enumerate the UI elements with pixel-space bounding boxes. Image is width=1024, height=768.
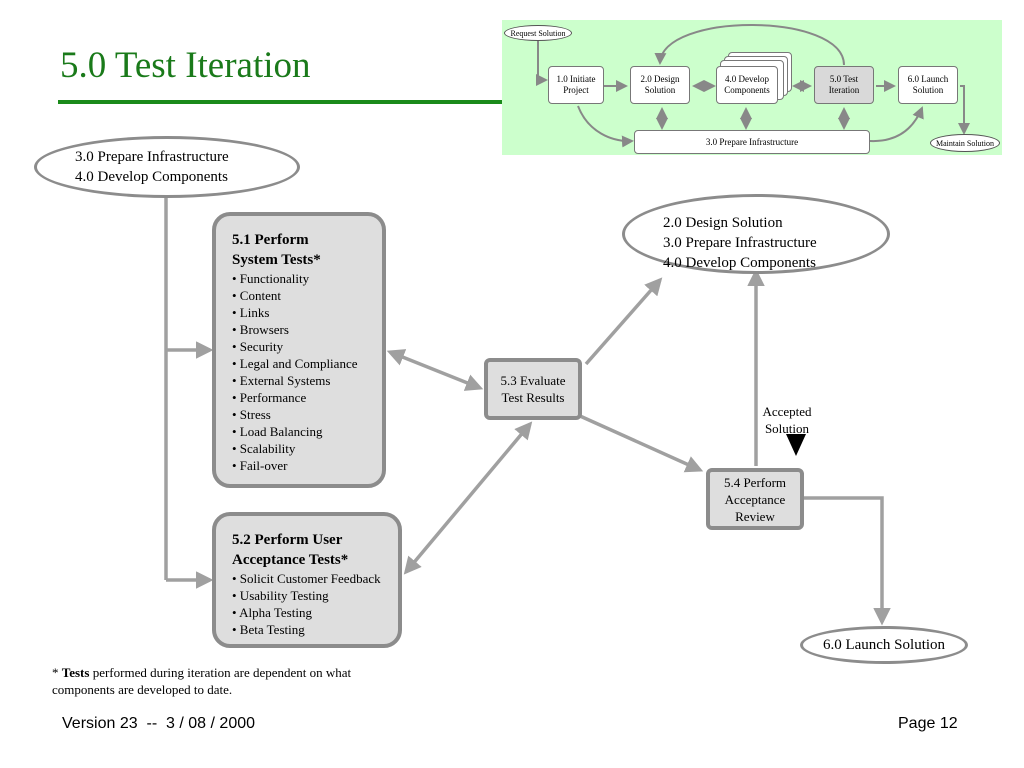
input-oval-line1: 3.0 Prepare Infrastructure (75, 149, 229, 165)
footnote-text: performed during iteration are dependent… (52, 665, 352, 697)
accepted-solution-label: Accepted Solution (752, 403, 822, 437)
list-item: • Browsers (232, 322, 289, 337)
rework-oval-line1: 2.0 Design Solution (663, 215, 783, 231)
user-acceptance-tests-box: 5.2 Perform User Acceptance Tests* • Sol… (212, 512, 402, 648)
rework-oval-line2: 3.0 Prepare Infrastructure (663, 235, 817, 251)
list-item: • Links (232, 305, 270, 320)
list-item: • Beta Testing (232, 622, 305, 637)
footnote-bold: Tests (61, 665, 90, 680)
list-item: • Alpha Testing (232, 605, 312, 620)
minimap-design-line1: 2.0 Design (640, 74, 680, 84)
system-tests-list: • Functionality • Content • Links • Brow… (232, 270, 382, 474)
minimap-maintain-oval: Maintain Solution (930, 134, 1000, 152)
input-oval-line2: 4.0 Develop Components (75, 169, 228, 185)
launch-solution-oval: 6.0 Launch Solution (800, 626, 968, 664)
minimap-infra-box: 3.0 Prepare Infrastructure (634, 130, 870, 154)
page-number: Page 12 (898, 715, 958, 732)
minimap-launch-line2: Solution (912, 85, 944, 95)
minimap-develop-line1: 4.0 Develop (724, 74, 769, 84)
acceptance-line3: Review (735, 508, 775, 524)
list-item: • Content (232, 288, 281, 303)
system-tests-title-line2: System Tests* (232, 252, 321, 268)
user-tests-list: • Solicit Customer Feedback • Usability … (232, 570, 398, 638)
list-item: • Legal and Compliance (232, 356, 358, 371)
list-item: • External Systems (232, 373, 331, 388)
system-tests-title: 5.1 Perform System Tests* (232, 230, 382, 270)
title-underline (58, 100, 504, 104)
list-item: • Load Balancing (232, 424, 323, 439)
minimap-test-line1: 5.0 Test (829, 74, 859, 84)
accepted-triangle-icon (786, 434, 806, 456)
minimap-develop-line2: Components (724, 85, 770, 95)
evaluate-line2: Test Results (501, 390, 565, 405)
input-components-oval: 3.0 Prepare Infrastructure 4.0 Develop C… (34, 136, 300, 198)
minimap-initiate-line1: 1.0 Initiate (556, 74, 596, 84)
minimap-initiate-line2: Project (563, 85, 589, 95)
acceptance-line1: 5.4 Perform (723, 474, 787, 490)
footnote: * Tests performed during iteration are d… (52, 664, 412, 698)
accepted-label-line2: Solution (764, 421, 810, 436)
user-tests-title-line1: 5.2 Perform User (232, 532, 343, 548)
evaluate-line1: 5.3 Evaluate (500, 373, 566, 388)
rework-components-oval: 2.0 Design Solution 3.0 Prepare Infrastr… (622, 194, 890, 274)
minimap-test-line2: Iteration (828, 85, 860, 95)
list-item: • Stress (232, 407, 271, 422)
system-tests-box: 5.1 Perform System Tests* • Functionalit… (212, 212, 386, 488)
minimap-connectors (536, 24, 970, 148)
list-item: • Usability Testing (232, 588, 329, 603)
version-label: Version 23 -- 3 / 08 / 2000 (62, 715, 256, 732)
list-item: • Fail-over (232, 458, 288, 473)
list-item: • Scalability (232, 441, 296, 456)
system-tests-title-line1: 5.1 Perform (232, 232, 309, 248)
acceptance-review-box: 5.4 Perform Acceptance Review (706, 468, 804, 530)
user-tests-title: 5.2 Perform User Acceptance Tests* (232, 530, 398, 570)
minimap-request-oval: Request Solution (504, 25, 572, 41)
accepted-label-line1: Accepted (762, 404, 812, 419)
rework-oval-line3: 4.0 Develop Components (663, 255, 816, 271)
list-item: • Security (232, 339, 284, 354)
list-item: • Performance (232, 390, 307, 405)
list-item: • Solicit Customer Feedback (232, 571, 381, 586)
minimap-launch-line1: 6.0 Launch (907, 74, 949, 84)
footnote-marker: * (52, 665, 59, 680)
minimap-design-line2: Solution (644, 85, 676, 95)
acceptance-line2: Acceptance (724, 491, 786, 507)
user-tests-title-line2: Acceptance Tests* (232, 552, 349, 568)
evaluate-results-box: 5.3 Evaluate Test Results (484, 358, 582, 420)
list-item: • Functionality (232, 271, 310, 286)
page-title: 5.0 Test Iteration (60, 45, 311, 86)
